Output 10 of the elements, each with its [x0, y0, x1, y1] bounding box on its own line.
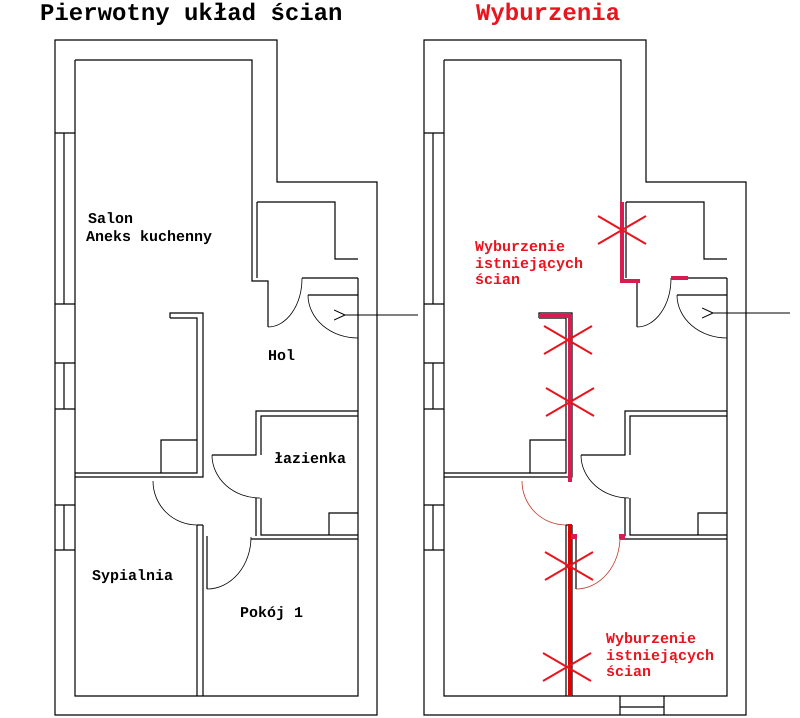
room-label: Sypialnia — [92, 569, 174, 586]
room-label: Salon — [88, 212, 134, 228]
plan-title: Wyburzenia — [476, 2, 620, 28]
room-label: łazienka — [274, 452, 346, 468]
note-text: Wyburzenie istniejących ścian — [606, 632, 716, 682]
plan-title: Pierwotny układ ścian — [40, 2, 342, 28]
room-label: Aneks kuchenny — [86, 230, 212, 246]
room-label: Pokój 1 — [240, 606, 304, 622]
note-text: Wyburzenie istniejących ścian — [475, 240, 584, 290]
room-label: Hol — [268, 349, 296, 366]
